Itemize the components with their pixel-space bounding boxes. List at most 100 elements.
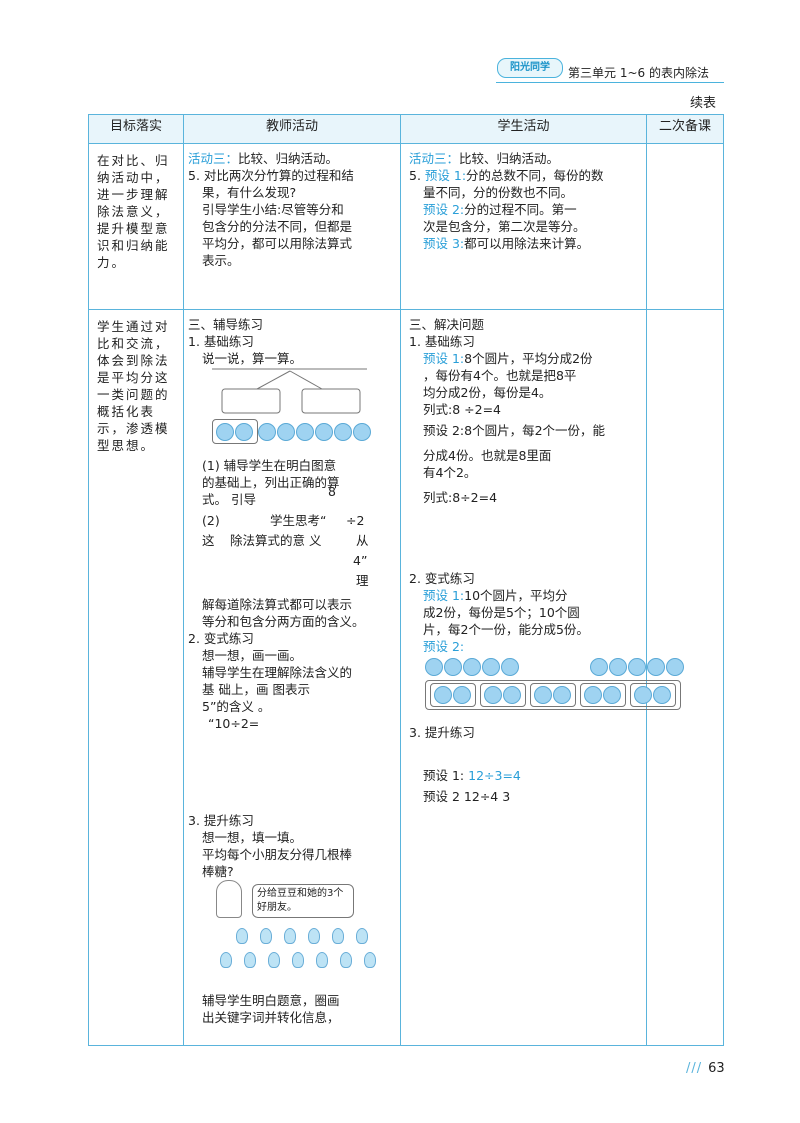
text-line: 4”理: [188, 552, 396, 590]
subsection-title: 1. 基础练习: [409, 334, 475, 349]
speech-bubble: 分给豆豆和她的3个好朋友。: [252, 884, 354, 918]
circle-row: [212, 419, 372, 444]
text-line: (1) 辅导学生在明白图意: [202, 458, 337, 473]
circle-icon: [334, 422, 352, 441]
preset-label: 预设 1:: [423, 588, 465, 603]
teacher-cell: 三、辅导练习 1. 基础练习 说一说，算一算。 (1): [183, 309, 401, 1046]
text-line: 次是包含分，第二次是等分。: [423, 219, 586, 234]
preset-label: 预设 2:: [423, 639, 465, 654]
text-line: 预设 2:: [409, 638, 642, 655]
text-fragment: 式。 引导: [202, 492, 256, 507]
text-line: 5. 对比两次分竹算的过程和结: [188, 168, 354, 183]
brand-logo: 阳光同学: [497, 58, 563, 78]
header-rule: [496, 82, 724, 83]
circle-diagram: [425, 657, 684, 710]
lollipop-icon: [284, 928, 296, 944]
lollipop-icon: [292, 952, 304, 968]
subsection-title: 3. 提升练习: [188, 813, 254, 828]
activity-line: 活动三：比较、归纳活动。: [409, 150, 642, 167]
text-line: 等分和包含分两方面的含义。: [202, 614, 365, 629]
text-line: 辅导学生在理解除法含义的: [202, 665, 353, 680]
circle-pair: [629, 682, 676, 707]
text-line: 棒糖?: [202, 864, 234, 879]
circle-pair: [529, 682, 576, 707]
text-line: 式。 引导 8: [188, 484, 396, 508]
circle-icon: [258, 422, 276, 441]
section-title: 三、解决问题: [409, 317, 485, 332]
text-fragment: 这: [202, 533, 215, 548]
preset-text: 都可以用除法来计算。: [464, 236, 590, 251]
text-line: 基 础上，画 图表示: [202, 682, 310, 697]
circle-row-boxed: [425, 679, 681, 710]
circle-icon: [501, 657, 519, 676]
subsection-title: 2. 变式练习: [188, 631, 254, 646]
lollipop-icon: [236, 928, 248, 944]
preset-label: 预设 3:: [423, 236, 465, 251]
preset-label: 预设 2:: [423, 202, 465, 217]
lollipop-icon: [244, 952, 256, 968]
text-line: 列式:8 ÷2=4: [423, 402, 501, 417]
revision-cell: [646, 309, 724, 1046]
text-line: 有4个2。: [423, 465, 477, 480]
teacher-content: 活动三：比较、归纳活动。 5. 对比两次分竹算的过程和结 果，有什么发现? 引导…: [184, 144, 400, 269]
text-fragment: 除法算式的意 义: [230, 533, 322, 548]
text-line: 5. 预设 1:分的总数不同，每份的数: [409, 168, 604, 183]
child-figure-icon: [216, 880, 242, 918]
text-fragment: 4”: [353, 553, 368, 568]
text-line: 平均分，都可以用除法算式: [202, 236, 353, 251]
lollipop-icon: [260, 928, 272, 944]
slashes-decoration: ///: [686, 1061, 703, 1076]
text-line: 量不同，分的份数也不同。: [423, 185, 574, 200]
text-line: 这除法算式的意 义从: [188, 532, 396, 552]
col-teacher: 教师活动: [183, 114, 401, 144]
subsection-title: 2. 变式练习: [409, 571, 475, 586]
text-line: 表示。: [202, 253, 240, 268]
candy-row: [214, 952, 382, 972]
preset-text: 分的过程不同。第一: [464, 202, 577, 217]
text-line: 均分成2份，每份是4。: [423, 385, 552, 400]
text-line: ，每份有4个。也就是把8平: [423, 368, 577, 383]
goal-cell: 在对比、归纳活动中，进一步理解除法意义，提升模型意识和归纳能力。: [88, 143, 184, 310]
text-line: 5”的含义 。: [202, 699, 271, 714]
lollipop-icon: [332, 928, 344, 944]
circle-icon: [609, 657, 627, 676]
lollipop-icon: [268, 952, 280, 968]
diagram-svg: [212, 368, 367, 414]
circle-icon: [353, 422, 371, 441]
preset-expr: 12÷3=4: [468, 768, 521, 783]
preset-label: 预设 1:: [423, 351, 465, 366]
text-line: 成2份，每份是5个；10个圆: [423, 605, 580, 620]
circle-icon: [482, 657, 500, 676]
candy-illustration: 分给豆豆和她的3个好朋友。: [212, 880, 396, 976]
unit-title: 第三单元 1~6 的表内除法: [568, 66, 709, 80]
text-fragment: 8: [328, 484, 336, 499]
preset-text: 8个圆片，每2个一份，能: [464, 423, 606, 438]
spacer: [409, 741, 642, 767]
section-title: 三、辅导练习: [188, 317, 264, 332]
circle-group: [212, 419, 258, 444]
student-content: 三、解决问题 1. 基础练习 预设 1:8个圆片，平均分成2份 ，每份有4个。也…: [401, 310, 684, 805]
circle-icon: [434, 686, 452, 704]
text-line: 出关键字词并转化信息，: [202, 1010, 340, 1025]
text-line: “10÷2=: [208, 716, 260, 731]
text-line: (2)学生思考“÷2: [188, 512, 396, 532]
page-number: ///63: [686, 1061, 725, 1076]
circle-icon: [628, 657, 646, 676]
circle-icon: [235, 422, 253, 441]
lollipop-icon: [356, 928, 368, 944]
activity-label: 活动三：: [188, 151, 239, 166]
activity-text: 比较、归纳活动。: [459, 151, 560, 166]
student-cell: 三、解决问题 1. 基础练习 预设 1:8个圆片，平均分成2份 ，每份有4个。也…: [400, 309, 684, 1046]
teacher-content: 三、辅导练习 1. 基础练习 说一说，算一算。 (1): [184, 310, 400, 1044]
goal-text: 在对比、归纳活动中，进一步理解除法意义，提升模型意识和归纳能力。: [97, 153, 170, 270]
subsection-title: 3. 提升练习: [409, 725, 475, 740]
preset-text: 分的总数不同，每份的数: [466, 168, 604, 183]
circle-icon: [602, 686, 621, 704]
circle-icon: [652, 686, 671, 704]
lollipop-icon: [340, 952, 352, 968]
circle-pair: [479, 682, 526, 707]
text-line: 预设 2:8个圆片，每2个一份，能: [409, 422, 642, 439]
circle-icon: [425, 657, 443, 676]
preset-text: 8个圆片，平均分成2份: [464, 351, 593, 366]
text-fragment: 学生思考“: [270, 513, 327, 528]
